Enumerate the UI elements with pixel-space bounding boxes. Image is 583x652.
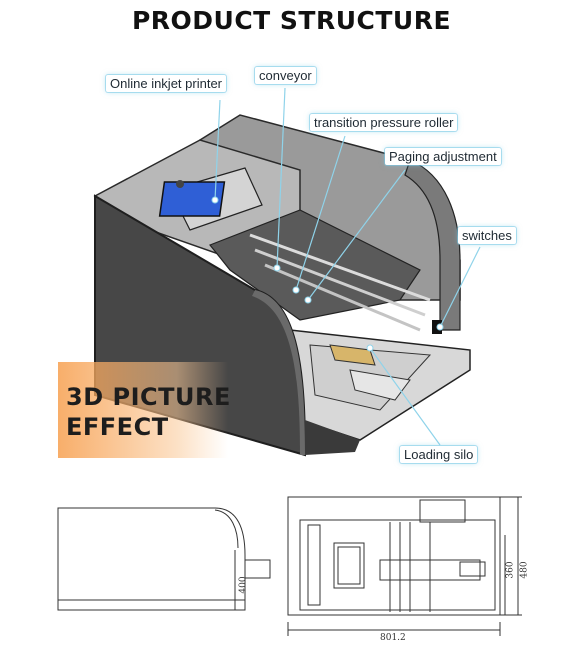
dimension-height-a: 360 (505, 561, 516, 579)
dimension-width-front: 801.2 (380, 633, 406, 643)
label-paging-adjustment: Paging adjustment (385, 148, 501, 165)
label-switches: switches (458, 227, 516, 244)
page-title: PRODUCT STRUCTURE (131, 6, 452, 35)
printer-screen (158, 181, 226, 217)
dimension-height-b: 480 (519, 561, 530, 579)
front-view-drawing (287, 496, 522, 636)
effect-banner (58, 362, 228, 458)
side-view-drawing (57, 507, 271, 611)
effect-line-1: 3D PICTURE (66, 383, 231, 411)
label-online-inkjet-printer: Online inkjet printer (106, 75, 226, 92)
effect-line-2: EFFECT (66, 413, 169, 441)
label-transition-pressure-roller: transition pressure roller (310, 114, 458, 131)
label-conveyor: conveyor (255, 67, 316, 84)
dimension-height-side: 400 (238, 576, 249, 594)
label-loading-silo: Loading silo (400, 446, 478, 463)
